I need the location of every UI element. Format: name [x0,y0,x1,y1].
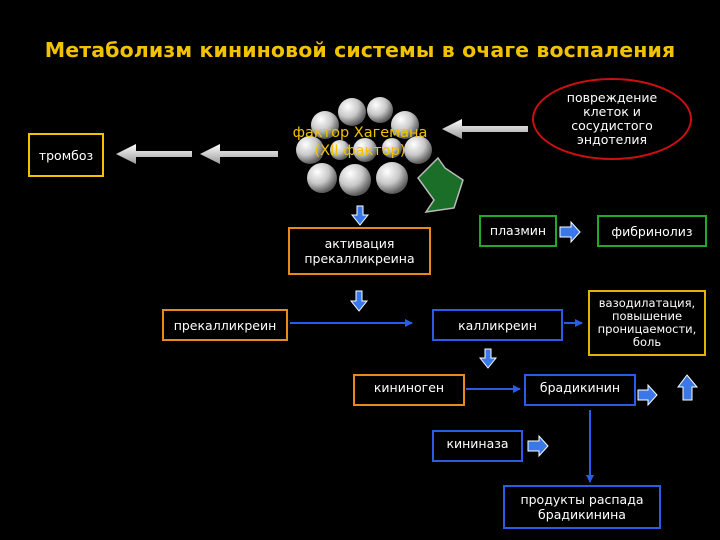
block-arrow-down-icon [350,205,370,226]
fibrinolysis-node: фибринолиз [597,215,707,247]
effects-node: вазодилатация, повышение проницаемости, … [588,290,706,356]
thrombosis-node: тромбоз [28,133,104,177]
plasmin-node: плазмин [479,215,557,247]
block-arrow-down-icon [478,348,498,369]
block-arrow-down-icon [349,290,369,312]
kallikrein-node: калликреин [432,309,563,341]
block-arrow-up-icon [677,374,699,401]
kininogen-node: кининоген [353,374,465,406]
white-left-arrow-icon [200,144,278,164]
slide-title: Метаболизм кининовой системы в очаге вос… [44,38,676,62]
kininase-node: кининаза [432,430,523,462]
green-diagonal-arrow [417,156,464,213]
prekallikrein-node: прекалликреин [162,309,288,341]
block-arrow-right-icon [637,383,658,407]
block-arrow-right-icon [559,220,581,244]
breakdown-products-node: продукты распада брадикинина [503,485,661,529]
block-arrow-right-icon [527,434,549,458]
molecule-cluster-icon [296,97,432,196]
bradykinin-node: брадикинин [524,374,636,406]
cell-damage-node: повреждение клеток и сосудистого эндотел… [532,78,692,160]
prekallikrein-activation-node: активация прекалликреина [288,227,431,275]
white-left-arrow-icon [116,144,192,164]
hageman-factor-label: фактор Хагемана (XII фактор) [292,125,428,159]
white-left-arrow-icon [442,119,528,139]
